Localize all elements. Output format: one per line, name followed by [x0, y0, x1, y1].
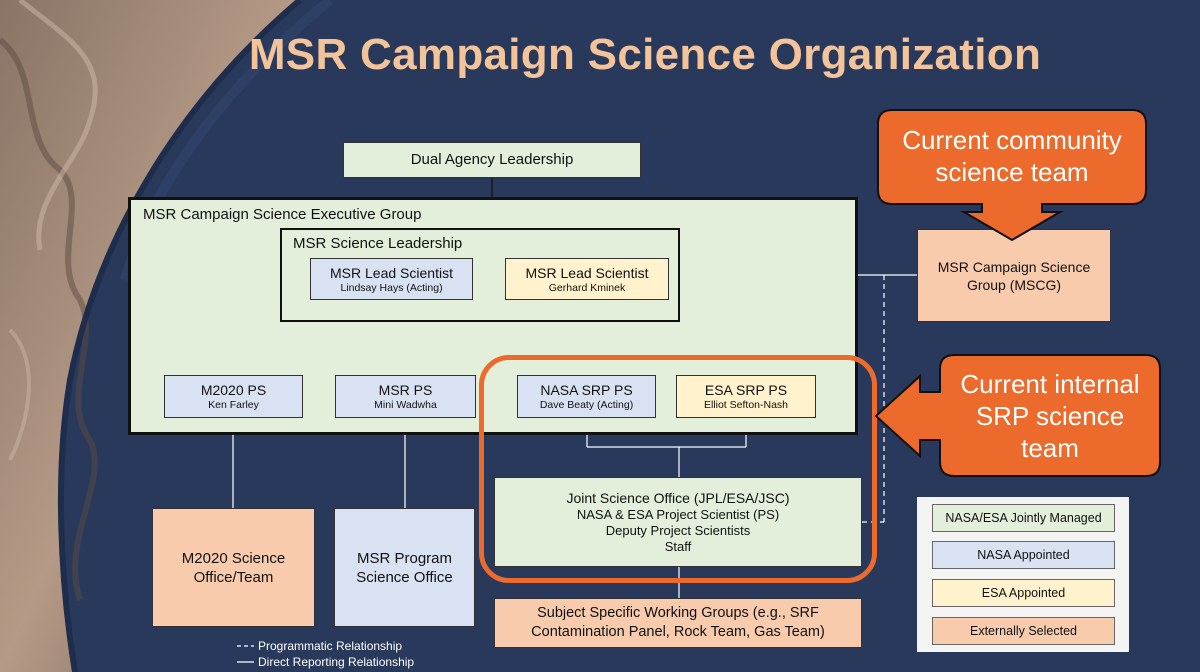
lead-scientist-nasa-box: MSR Lead Scientist Lindsay Hays (Acting)	[310, 258, 473, 300]
lead-scientist-nasa-name: Lindsay Hays (Acting)	[340, 281, 443, 294]
esa-srp-ps-box: ESA SRP PS Elliot Sefton-Nash	[676, 375, 816, 418]
relationship-legend-lines	[237, 645, 254, 663]
legend-item-nasa-appointed: NASA Appointed	[932, 541, 1115, 569]
esa-srp-ps-name: Elliot Sefton-Nash	[703, 399, 789, 411]
msr-program-science-office-label: MSR Program Science Office	[356, 549, 453, 586]
community-callout-text: Current community science team	[902, 125, 1122, 187]
legend-item-externally-selected: Externally Selected	[932, 617, 1115, 645]
joint-office-line1: NASA & ESA Project Scientist (PS)	[576, 507, 780, 522]
legend-panel: NASA/ESA Jointly Managed NASA Appointed …	[917, 497, 1129, 652]
legend-item-esa-appointed: ESA Appointed	[932, 579, 1115, 607]
msr-ps-title: MSR PS	[378, 382, 433, 398]
executive-group-label: MSR Campaign Science Executive Group	[143, 206, 422, 223]
joint-office-line3: Staff	[664, 539, 692, 554]
m2020-science-office-box: M2020 Science Office/Team	[152, 508, 315, 627]
m2020-ps-name: Ken Farley	[208, 399, 259, 411]
srp-team-highlight	[479, 355, 877, 583]
working-groups-label: Subject Specific Working Groups (e.g., S…	[531, 605, 825, 640]
nasa-srp-ps-name: Dave Beaty (Acting)	[539, 399, 634, 411]
working-groups-box: Subject Specific Working Groups (e.g., S…	[494, 598, 862, 648]
nasa-srp-ps-title: NASA SRP PS	[540, 382, 633, 398]
msr-ps-box: MSR PS Mini Wadwha	[335, 375, 476, 418]
m2020-ps-box: M2020 PS Ken Farley	[164, 375, 303, 418]
dual-agency-leadership-box: Dual Agency Leadership	[343, 142, 641, 178]
msr-ps-name: Mini Wadwha	[374, 399, 437, 411]
m2020-science-office-label: M2020 Science Office/Team	[181, 549, 286, 586]
joint-office-line2: Deputy Project Scientists	[605, 523, 751, 538]
mscg-box: MSR Campaign Science Group (MSCG)	[917, 229, 1111, 322]
lead-scientist-esa-title: MSR Lead Scientist	[525, 264, 649, 281]
lead-scientist-esa-name: Gerhard Kminek	[548, 281, 626, 294]
msr-program-science-office-box: MSR Program Science Office	[334, 508, 475, 627]
nasa-srp-ps-box: NASA SRP PS Dave Beaty (Acting)	[517, 375, 656, 418]
lead-scientist-nasa-title: MSR Lead Scientist	[330, 264, 453, 281]
m2020-ps-title: M2020 PS	[200, 382, 267, 398]
esa-srp-ps-title: ESA SRP PS	[704, 382, 788, 398]
programmatic-relationship-label: Programmatic Relationship	[258, 639, 403, 653]
mscg-label: MSR Campaign Science Group (MSCG)	[937, 258, 1091, 293]
dual-agency-leadership-label: Dual Agency Leadership	[410, 151, 574, 168]
direct-reporting-relationship-label: Direct Reporting Relationship	[258, 655, 415, 669]
lead-scientist-esa-box: MSR Lead Scientist Gerhard Kminek	[505, 258, 669, 300]
joint-science-office-box: Joint Science Office (JPL/ESA/JSC) NASA …	[494, 477, 862, 567]
joint-office-title: Joint Science Office (JPL/ESA/JSC)	[566, 490, 790, 506]
science-leadership-label: MSR Science Leadership	[293, 235, 463, 252]
legend-item-jointly-managed: NASA/ESA Jointly Managed	[932, 504, 1115, 532]
internal-callout-text: Current internal SRP science team	[960, 369, 1140, 463]
slide-title: MSR Campaign Science Organization	[248, 30, 1042, 79]
